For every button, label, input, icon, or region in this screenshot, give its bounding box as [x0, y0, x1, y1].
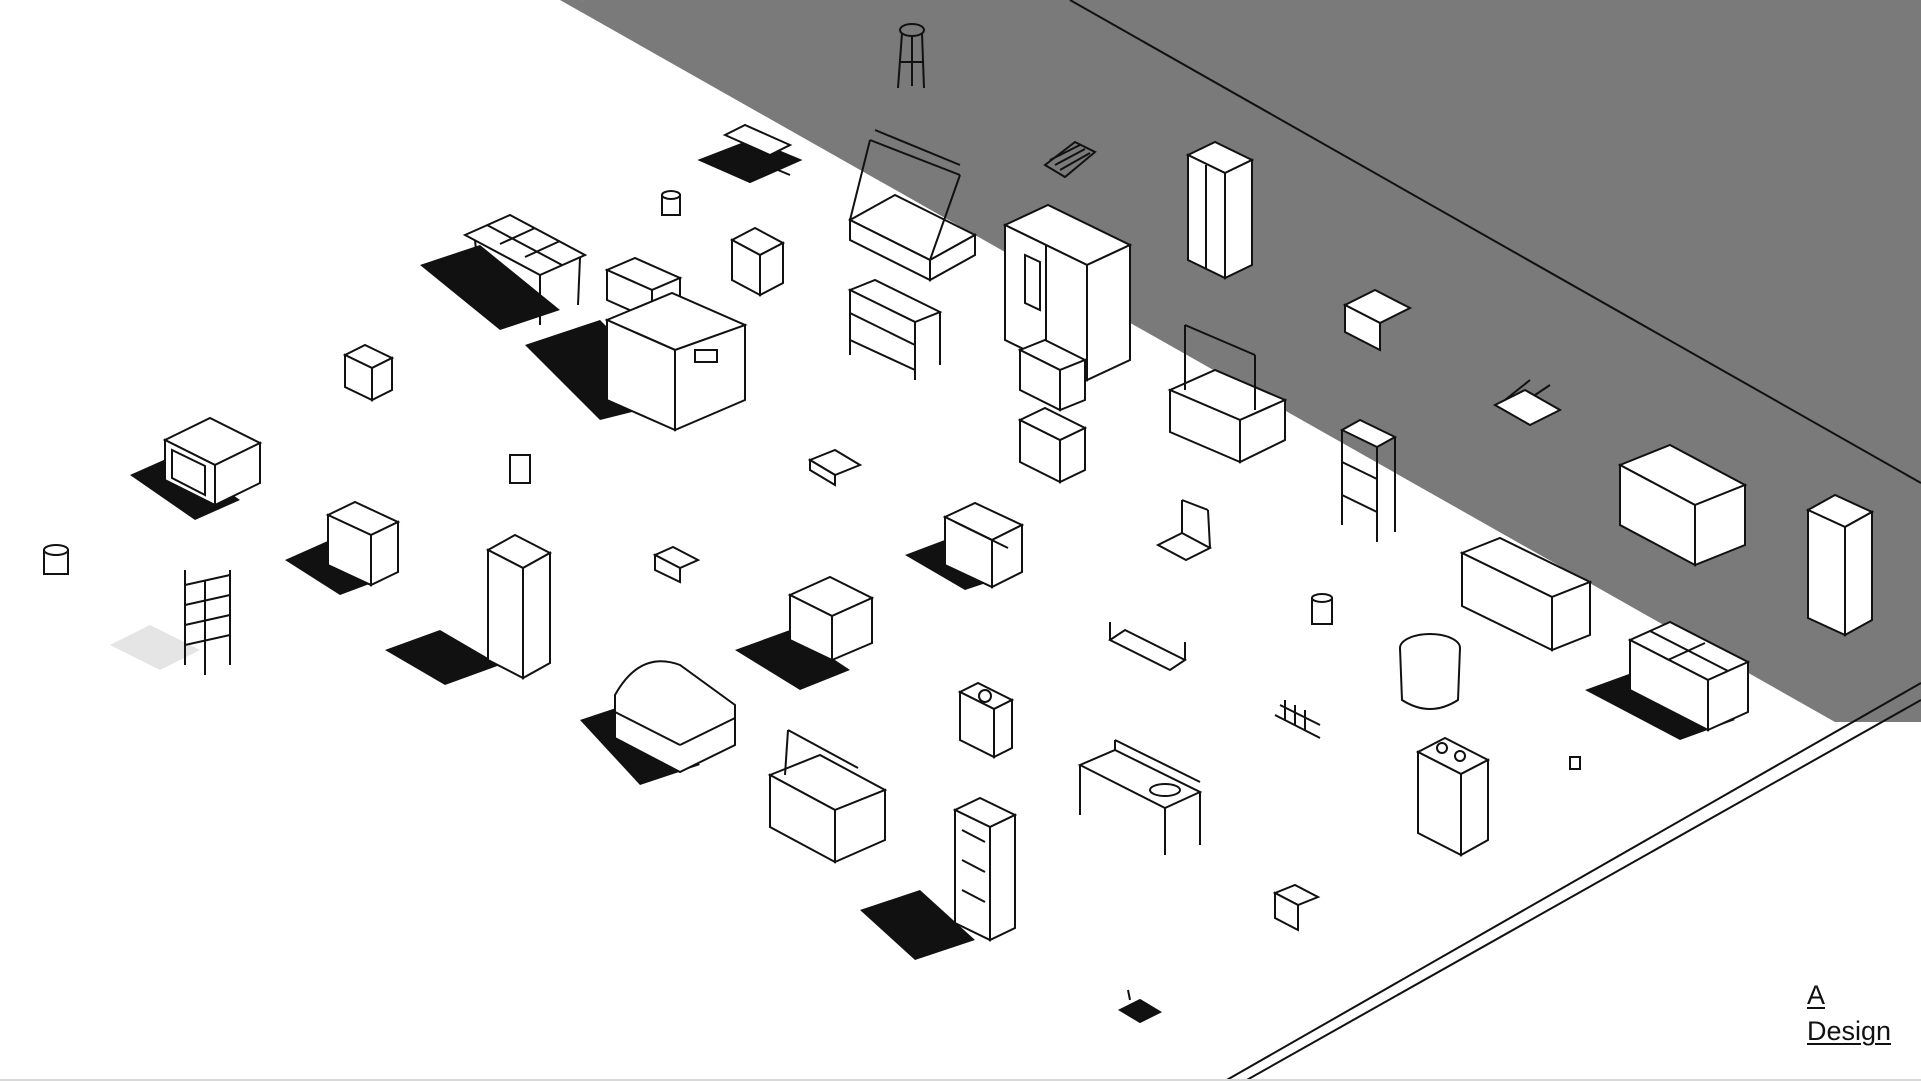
double-refrigerator — [1002, 203, 1133, 382]
compact-oven — [652, 545, 701, 584]
wall-top-edge — [1069, 0, 1921, 484]
bain-marie-unit — [1167, 324, 1288, 464]
counter-cabinet — [1459, 536, 1593, 652]
toaster — [807, 448, 863, 487]
curved-display-case — [580, 660, 736, 785]
display-tower — [860, 796, 1018, 960]
waste-bin — [957, 681, 1015, 759]
hand-wash-unit — [1272, 883, 1321, 932]
espresso-machine — [697, 123, 803, 184]
open-storage-box — [130, 416, 263, 520]
tall-refrigerator-left — [385, 533, 553, 685]
side-table — [729, 226, 786, 297]
meat-slicer — [1492, 379, 1563, 427]
stacked-oven — [1017, 338, 1088, 484]
prep-table-shelf — [847, 278, 943, 380]
shaded-wall-lower — [560, 0, 1921, 722]
small-fitting — [1569, 756, 1581, 770]
bottom-border — [0, 1079, 1921, 1081]
logo-line-2: Design — [1806, 1016, 1891, 1046]
tall-refrigerator-right — [1805, 493, 1875, 637]
tray-trolley — [110, 570, 231, 675]
upright-cooker — [1415, 736, 1491, 857]
sink-counter — [525, 256, 748, 432]
range-cooker — [905, 501, 1025, 590]
brand-logo: A Design — [1807, 977, 1891, 1049]
round-bin — [1311, 593, 1333, 625]
bar-stool — [897, 23, 925, 89]
heated-display-counter — [847, 129, 978, 282]
tall-cabinet — [1185, 140, 1255, 280]
platform-trolley — [1155, 499, 1213, 562]
chest-freezer — [1617, 443, 1748, 567]
boiling-kettle — [1399, 633, 1461, 710]
hob-cabinet — [285, 500, 401, 595]
small-drum — [43, 544, 69, 575]
sink-table — [1077, 739, 1203, 855]
storage-cube-small — [342, 343, 395, 402]
plate-rack — [1274, 700, 1321, 739]
mixer — [509, 454, 531, 484]
floor-edge-line-2 — [1244, 699, 1921, 1081]
shelving-unit — [1339, 418, 1398, 542]
work-table-grid-right — [1585, 620, 1751, 740]
wall-shelf-bracket — [1108, 622, 1187, 672]
logo-line-1: A — [1806, 980, 1825, 1010]
cash-register — [1117, 989, 1163, 1024]
square-fryer — [735, 575, 875, 690]
wire-rack-small — [1043, 140, 1097, 179]
salad-bar — [767, 729, 888, 864]
floor-edge-line-1 — [1224, 682, 1921, 1081]
tilted-appliance — [1342, 288, 1413, 352]
work-table-grid — [420, 213, 588, 330]
small-appliance — [661, 190, 681, 216]
